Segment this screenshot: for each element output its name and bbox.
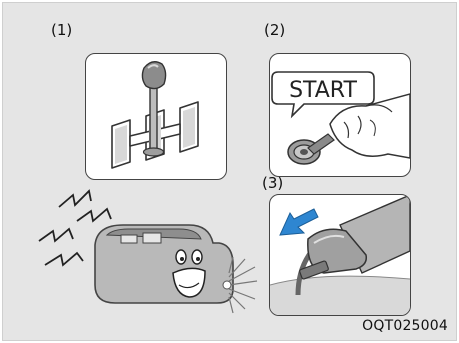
step-2-label: (2) [264, 21, 285, 39]
panel-clutch-pedal [269, 194, 411, 316]
panel-start-key: START [269, 53, 411, 177]
panel-gear-shift [85, 53, 227, 180]
step-1-label: (1) [51, 21, 72, 39]
key-ignition-start-icon: START [270, 54, 410, 176]
start-sign-text: START [289, 78, 357, 103]
car-engine-shaking-icon [33, 173, 263, 323]
car-shaking-scene [33, 173, 263, 323]
diagram-frame: (1) (2) (3) [2, 2, 457, 341]
gear-shift-h-pattern-icon [86, 54, 226, 179]
figure-code: OQT025004 [362, 318, 448, 334]
clutch-pedal-press-icon [270, 195, 410, 315]
